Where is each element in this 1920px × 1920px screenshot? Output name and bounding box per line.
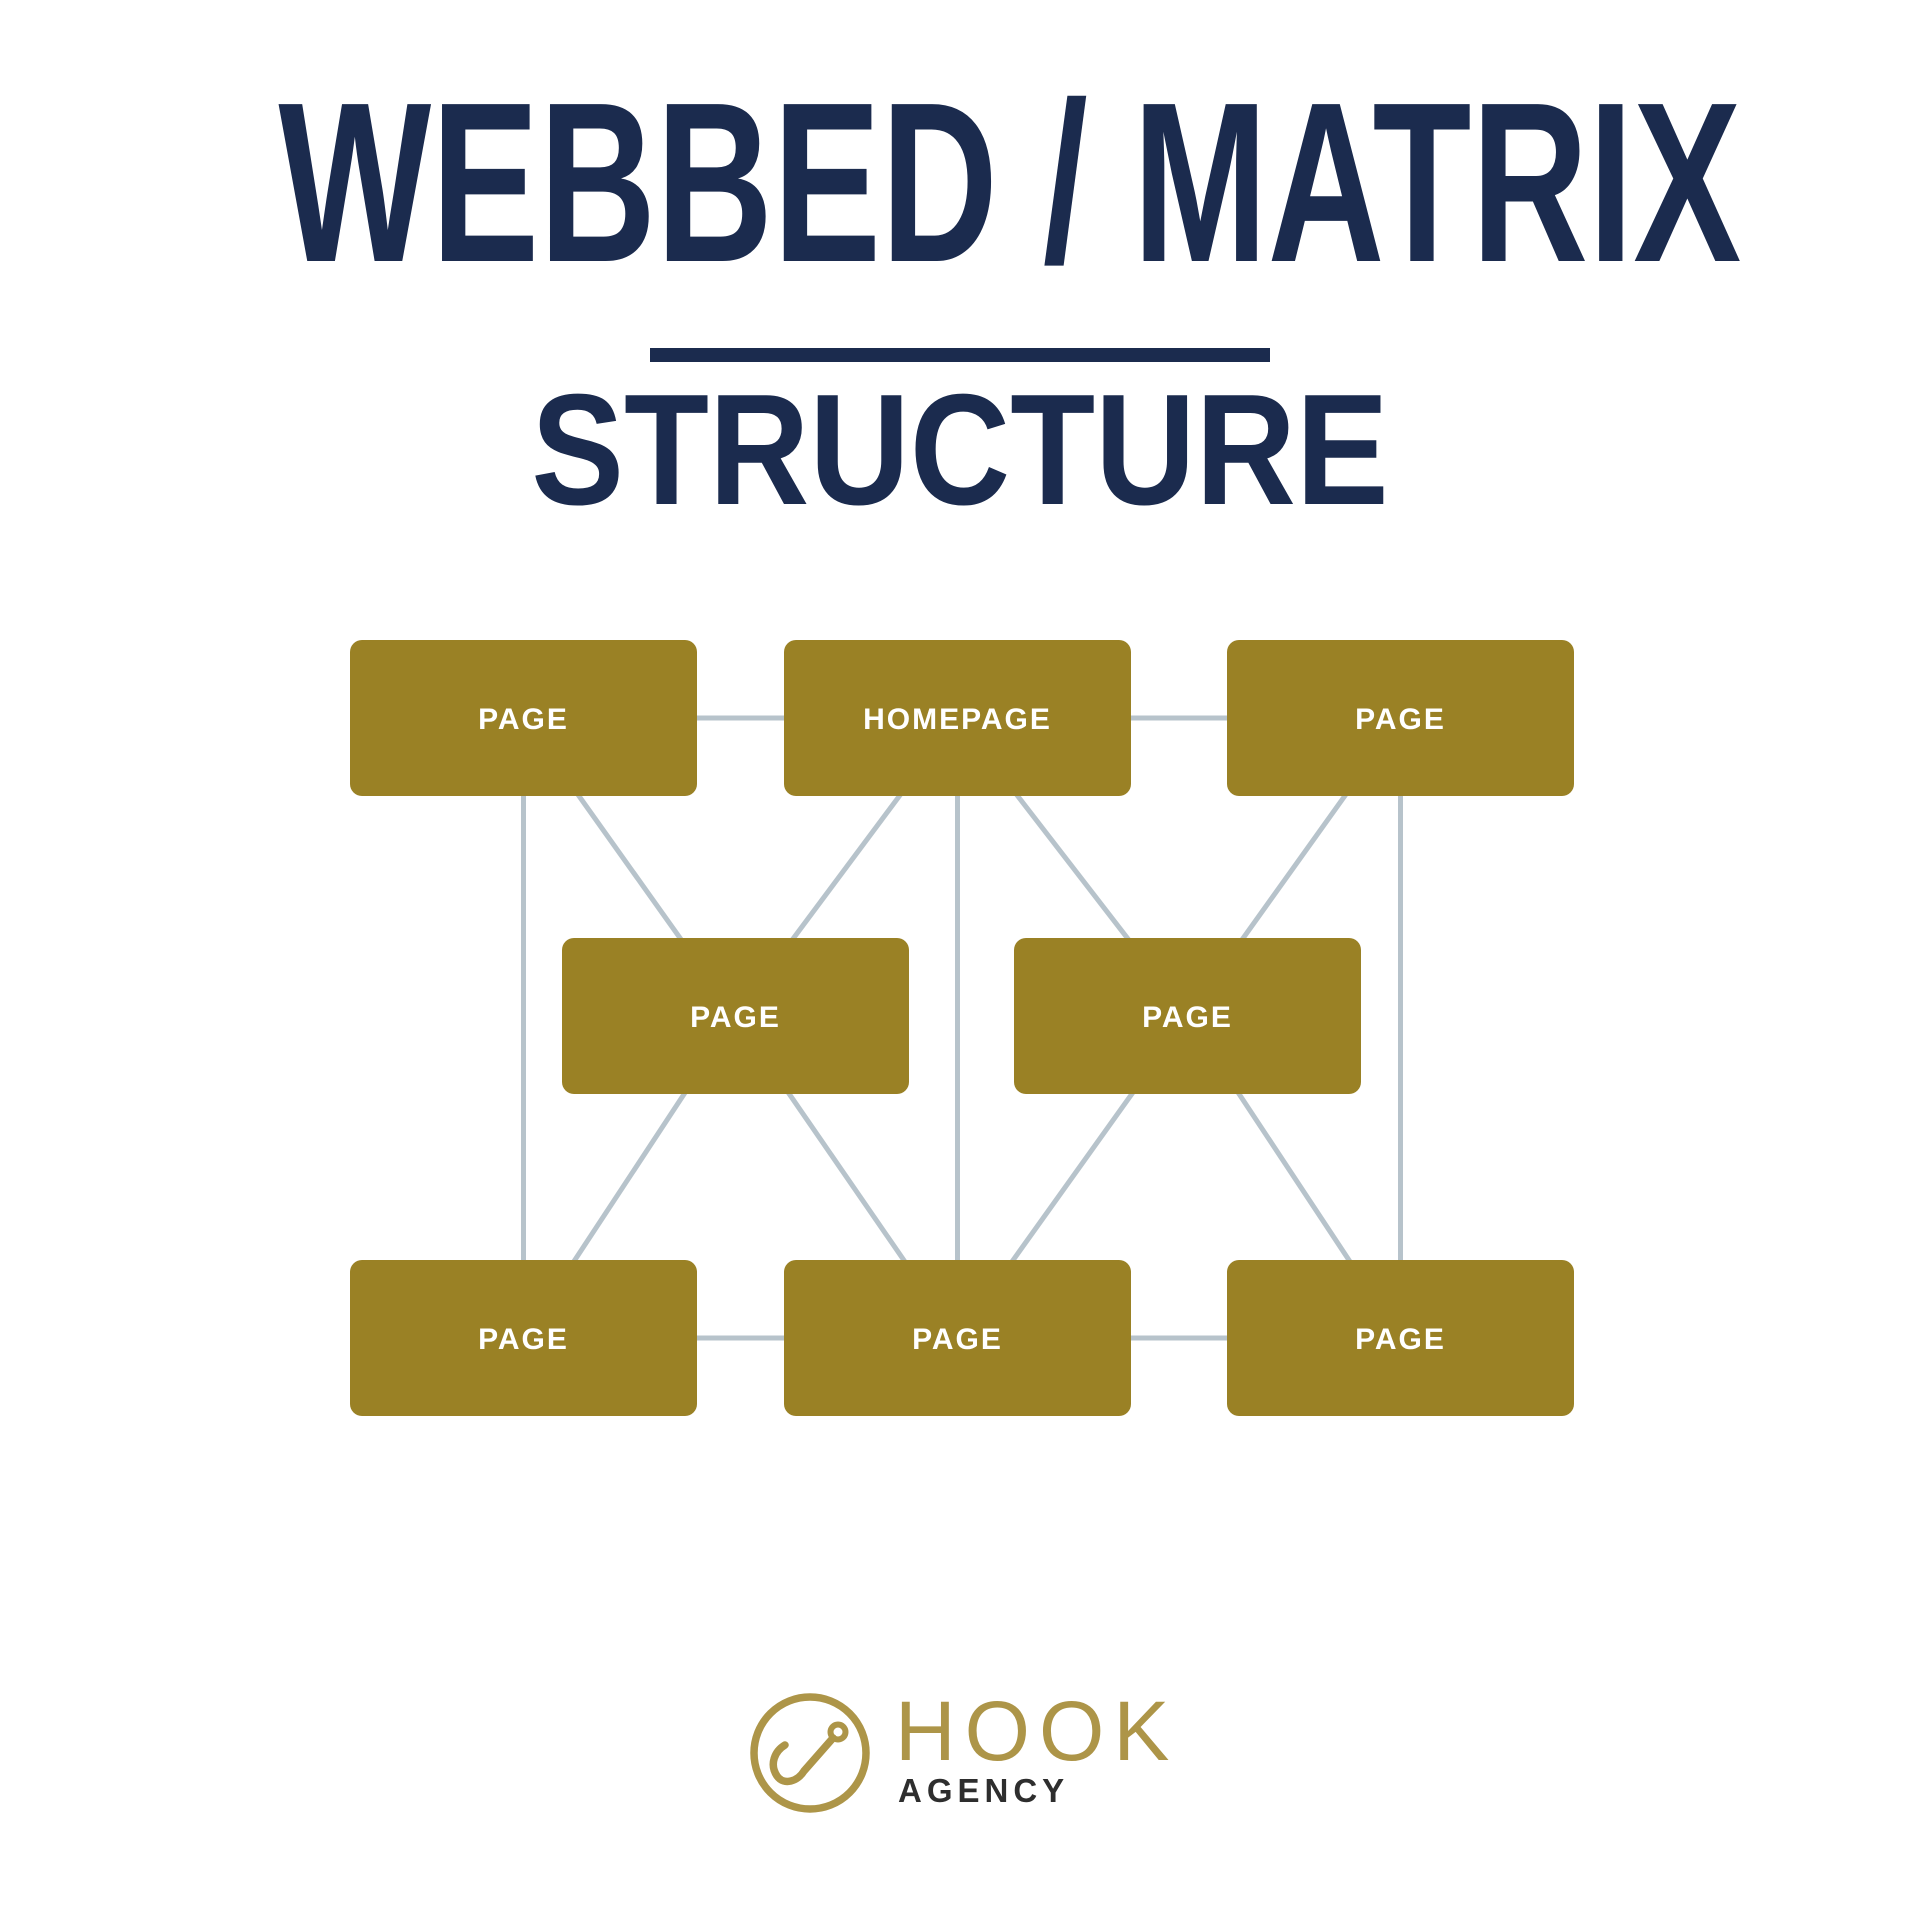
brand-name: HOOK	[895, 1684, 1179, 1778]
brand-subtitle: AGENCY	[898, 1772, 1070, 1809]
fish-hook-icon	[769, 1734, 837, 1786]
node-label: PAGE	[1355, 1323, 1446, 1356]
node-label: PAGE	[478, 1323, 569, 1356]
node-box	[350, 1260, 697, 1416]
title-divider	[650, 348, 1270, 362]
node-box	[1227, 640, 1574, 796]
diagram-node-page-bottom-left: PAGE	[350, 1260, 697, 1416]
node-box	[1227, 1260, 1574, 1416]
page-title: WEBBED / MATRIX	[278, 56, 1742, 310]
hook-eye	[827, 1721, 849, 1743]
node-box	[1014, 938, 1361, 1094]
node-box	[350, 640, 697, 796]
node-label: PAGE	[478, 703, 569, 736]
node-box	[562, 938, 909, 1094]
diagram-node-homepage: HOMEPAGE	[784, 640, 1131, 796]
node-label: HOMEPAGE	[863, 703, 1052, 736]
diagram-node-page-top-left: PAGE	[350, 640, 697, 796]
node-box	[784, 1260, 1131, 1416]
node-label: PAGE	[690, 1001, 781, 1034]
node-box	[784, 640, 1131, 796]
diagram-node-page-top-right: PAGE	[1227, 640, 1574, 796]
page-subtitle: STRUCTURE	[531, 362, 1389, 538]
hook-agency-logo-icon	[750, 1693, 870, 1813]
logo-circle	[750, 1693, 870, 1813]
node-label: PAGE	[1142, 1001, 1233, 1034]
diagram-node-page-mid-left: PAGE	[562, 938, 909, 1094]
node-label: PAGE	[1355, 703, 1446, 736]
node-label: PAGE	[912, 1323, 1003, 1356]
diagram-node-page-bottom-center: PAGE	[784, 1260, 1131, 1416]
diagram-node-page-bottom-right: PAGE	[1227, 1260, 1574, 1416]
diagram-node-page-mid-right: PAGE	[1014, 938, 1361, 1094]
